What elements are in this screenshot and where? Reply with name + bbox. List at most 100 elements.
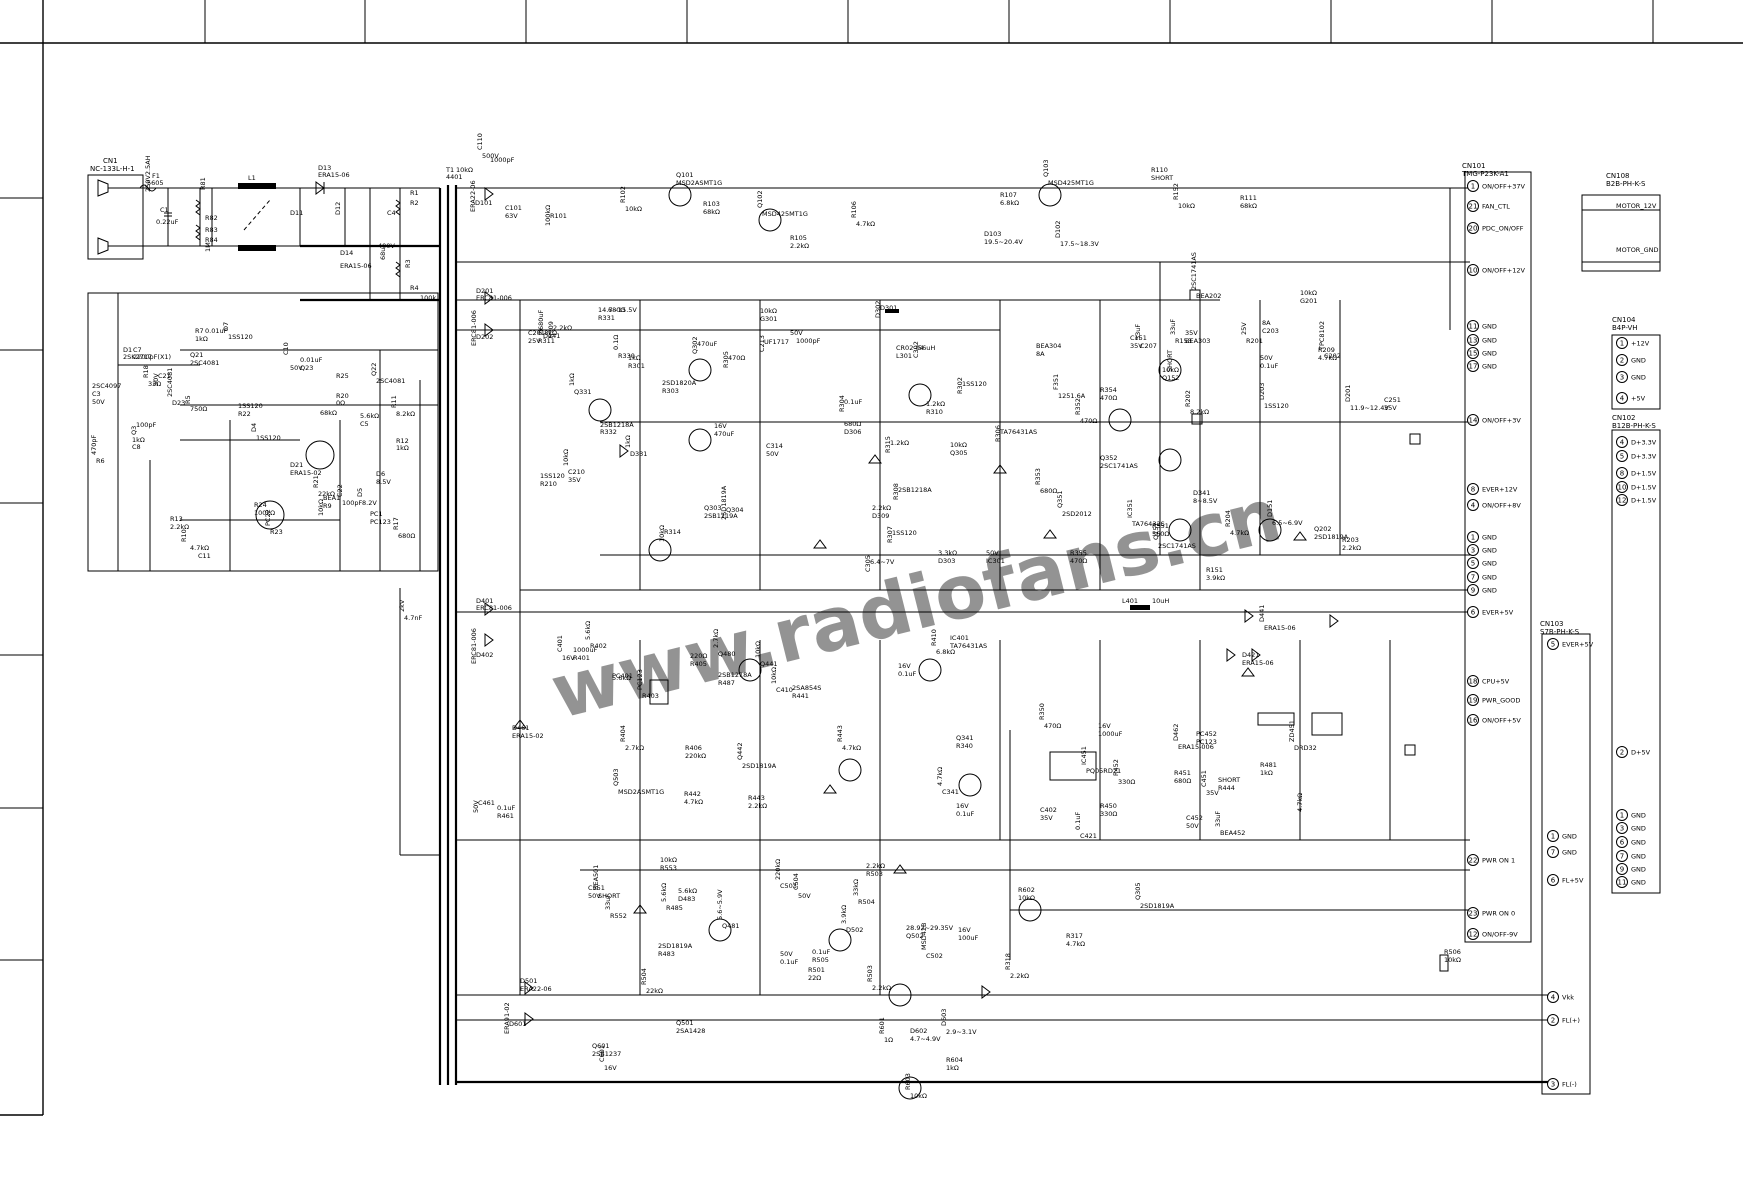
component-label: BEA1 [323,494,340,502]
cn102-pin-number: 5 [1620,453,1624,461]
component-label: C22 [336,484,344,497]
component-label: Q341 [956,734,974,742]
component-label: ERC81-006 [470,628,478,664]
component-label: C314 [766,442,783,450]
component-label: R17 [392,517,400,530]
component-label: 2.2kΩ [553,324,572,332]
component-label: 1SS120 [256,434,281,442]
component-label: ERA22-06 [520,985,552,993]
cn101-pin-number: 21 [1469,203,1478,211]
component-label: D601 [509,1020,526,1028]
cn101-pin-number: 14 [1469,417,1478,425]
component-label: 0.1Ω [612,335,620,350]
component-label: 470Ω [1100,394,1117,402]
component-label: 10kΩ [456,166,473,174]
component-label: D13 [318,164,331,172]
component-label: T1 [445,166,454,174]
component-label: 1kΩ [568,373,576,386]
component-label: 50V [472,800,480,813]
component-label: 5.6kΩ [612,674,631,682]
component-label: 10kΩ [1300,289,1317,297]
component-label: C5 [360,420,369,428]
component-label: R10 [180,529,188,542]
component-label: D102 [1054,221,1062,238]
component-label: R306 [994,425,1002,442]
component-label: D23 [172,399,185,407]
component-label: 470Ω [1080,417,1097,425]
component-label: 56uH [918,344,935,352]
component-label: D301 [880,304,897,312]
component-label: R23 [270,528,283,536]
component-label: R9 [323,502,332,510]
component-label: R202 [1184,390,1192,407]
component-label: 2.2kΩ [866,862,885,870]
component-label: D401 [476,597,493,605]
component-label: C7 [133,346,142,354]
component-label: R332 [600,428,617,436]
component-label: 10kΩ [770,667,778,684]
cn101-pin-label: GND [1482,574,1497,582]
component-label: 5.6~5.9V [716,889,724,920]
cn101-pin-number: 1 [1471,534,1475,542]
component-label: 0.1uF [1074,812,1082,830]
component-label: 400V [378,242,395,250]
component-label: D241 [543,332,560,340]
component-label: R4 [410,284,419,292]
component-label: G301 [760,315,777,323]
component-label: 50V [798,892,811,900]
component-label: MSD425MT1G [762,210,808,218]
component-label: 2.2kΩ [872,984,891,992]
cn102-pin-number: 8 [1620,470,1624,478]
cn103-connector: CN103 S7B-PH-K-S [1540,620,1591,1095]
component-label: 750Ω [190,405,207,413]
component-label: PC123 [370,518,391,526]
component-label: R353 [1034,468,1042,485]
component-label: 100pF [136,421,157,429]
component-label: 3.9kΩ [1206,574,1225,582]
component-label: Q305 [950,449,968,457]
component-label: ERA15-006 [1178,743,1214,751]
component-label: D309 [872,512,889,520]
component-label: 1000uF [1098,730,1123,738]
cn101-pin-label: PWR ON 1 [1482,857,1515,865]
component-label: 4.7kΩ [842,744,861,752]
component-label: 10kΩ [950,441,967,449]
component-label: D21 [290,461,303,469]
component-label: 50V [1186,822,1199,830]
component-label: 16V [1098,722,1111,730]
component-label: 220Ω [690,652,707,660]
component-label: R11 [390,395,398,408]
component-label: D11 [290,209,303,217]
component-label: Q441 [760,660,778,668]
component-label: R481 [1260,761,1277,769]
component-label: 50V [780,950,793,958]
cn103-pin-label: GND [1562,849,1577,857]
component-label: R6 [96,457,105,465]
component-label: C503 [780,882,797,890]
component-label: R82 [205,214,218,222]
component-label: 10kΩ [1178,202,1195,210]
component-label: 2200pF(X1) [133,353,171,361]
cn102-pin-label: D+3.3V [1631,453,1657,461]
cn103-pin-label: EVER+5V [1562,641,1594,649]
component-label: R350 [1038,703,1046,720]
component-label: R355 [1070,549,1087,557]
component-label: PC123 [636,669,644,690]
component-label: 50V [986,549,999,557]
component-label: R331 [598,314,615,322]
component-label: PC401 [612,672,633,680]
component-label: 100k [420,294,436,302]
component-label: BEA202 [1196,292,1221,300]
component-label: F351 [1052,374,1060,390]
